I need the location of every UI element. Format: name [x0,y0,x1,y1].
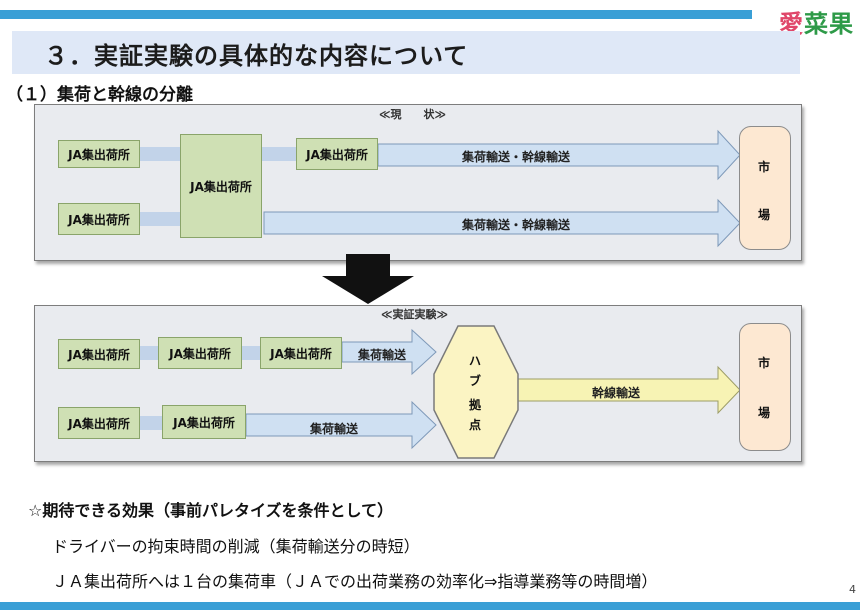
ja-shipping-center-hub-box: JA集出荷所 [180,134,262,238]
route-arrow-upper [377,129,741,181]
collection-label-upper: 集荷輸送 [358,348,407,362]
effect-item: ＪＡ集出荷所へは１台の集荷車（ＪＡでの出荷業務の効率化⇒指導業務等の時間増） [52,572,658,591]
ja-label: JA集出荷所 [68,416,130,431]
title-background [12,31,800,74]
market-char: 市 [758,356,771,370]
ja-label: JA集出荷所 [68,147,130,162]
effects-heading: ☆期待できる効果（事前パレタイズを条件として） [28,501,394,520]
ja-label: JA集出荷所 [270,346,332,361]
ja-shipping-center-box: JA集出荷所 [260,337,342,369]
connector [140,346,158,360]
ja-label: JA集出荷所 [190,179,252,194]
collection-label-lower: 集荷輸送 [310,422,359,436]
ja-shipping-center-box: JA集出荷所 [162,405,246,439]
market-box-pilot [739,323,791,451]
connector [140,147,180,161]
collection-arrow-lower [245,400,437,450]
effect-item: ドライバーの拘束時間の削減（集荷輸送分の時短） [52,537,420,556]
ja-shipping-center-box: JA集出荷所 [58,140,140,168]
top-accent-bar [0,10,752,19]
route-label-upper: 集荷輸送・幹線輸送 [462,150,571,164]
ja-label: JA集出荷所 [169,346,231,361]
trunk-label: 幹線輸送 [592,386,641,400]
market-char: 場 [758,208,771,222]
hub-char: 拠 [469,398,482,412]
market-char: 市 [758,160,771,174]
hub-hexagon [433,325,519,459]
hub-char: 点 [469,418,482,432]
hub-char: ブ [469,374,482,388]
ja-label: JA集出荷所 [68,212,130,227]
ja-shipping-center-box: JA集出荷所 [58,407,140,439]
market-char: 場 [758,406,771,420]
route-label-lower: 集荷輸送・幹線輸送 [462,218,571,232]
ja-shipping-center-box: JA集出荷所 [158,337,242,369]
page-title: ３．実証実験の具体的な内容について [44,42,469,70]
hub-char: ハ [469,354,482,368]
current-state-caption: ≪現 状≫ [379,108,447,121]
collection-arrow-upper [341,328,437,376]
ja-shipping-center-box: JA集出荷所 [58,203,140,235]
ja-label: JA集出荷所 [68,347,130,362]
ja-shipping-center-box: JA集出荷所 [58,339,140,369]
trunk-arrow [515,365,741,415]
pilot-experiment-caption: ≪実証実験≫ [381,308,449,321]
bottom-accent-bar [0,602,860,610]
ja-label: JA集出荷所 [173,415,235,430]
current-state-panel [34,104,802,261]
connector [262,147,296,161]
ja-label: JA集出荷所 [306,147,368,162]
transition-down-arrow [322,254,414,304]
market-box-current [739,126,791,250]
route-arrow-lower [263,198,741,248]
ja-shipping-center-box: JA集出荷所 [296,138,378,170]
connector [140,416,162,430]
connector [140,212,180,226]
page-number: 4 [849,583,856,596]
connector [242,346,260,360]
section-subtitle: （１）集荷と幹線の分離 [6,85,193,105]
